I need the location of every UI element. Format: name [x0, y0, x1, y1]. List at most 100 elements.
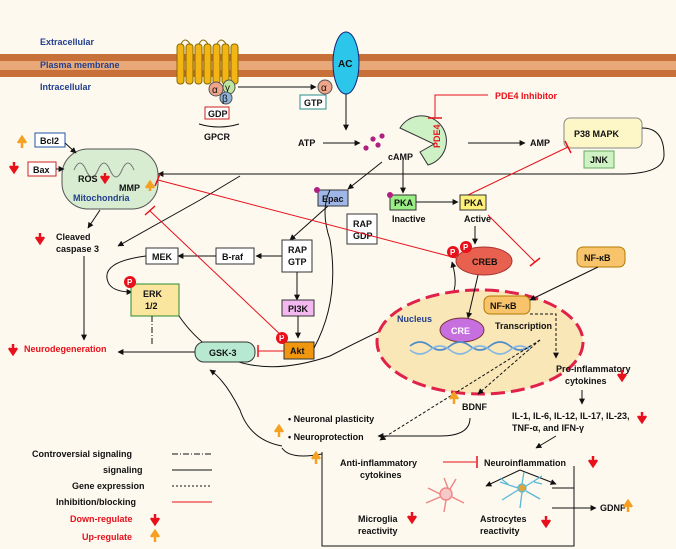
jnk-label: JNK [590, 155, 609, 165]
plasticity-up-icon [273, 423, 285, 437]
creb-label: CREB [472, 257, 498, 267]
astrocytes-label-2: reactivity [480, 526, 520, 536]
plasticity-label: • Neuronal plasticity [288, 414, 374, 424]
astrocytes-label-1: Astrocytes [480, 514, 527, 524]
cytokine-down-icon [636, 412, 648, 425]
caspase-label-1: Cleaved [56, 232, 91, 242]
bcl2-box [34, 132, 66, 148]
neuroinflam-down-icon [587, 456, 599, 469]
p38-mapk-box [563, 117, 643, 149]
caspase-down-icon [34, 233, 46, 246]
erk-phospho-label: P [127, 278, 133, 287]
legend-inhibition-label: Inhibition/blocking [56, 497, 136, 507]
rap-gdp-label-2: GDP [353, 231, 373, 241]
plasma-membrane-label: Plasma membrane [40, 60, 120, 70]
nfkb-nuclear-box [483, 295, 531, 315]
inhibit-creb-mito [157, 179, 457, 259]
ros-label: ROS [78, 174, 98, 184]
pka-active-box [459, 194, 487, 211]
creb [455, 246, 513, 276]
erk-phospho [124, 276, 136, 288]
bdnf-label: BDNF [462, 402, 487, 412]
microglia-down-icon [406, 512, 418, 525]
nucleus-label: Nucleus [397, 314, 432, 324]
microglia-cell-icon [425, 477, 465, 513]
epac-label: Epac [322, 194, 344, 204]
erk-box [130, 283, 180, 317]
erk-label-1: ERK [143, 289, 163, 299]
gtp-label: GTP [304, 98, 323, 108]
pde4-inhibitor-label: PDE4 Inhibitor [495, 91, 558, 101]
proinflam-label-2: cytokines [565, 376, 607, 386]
g-alpha-active-label: α [321, 83, 327, 94]
gdp-box [204, 106, 230, 120]
arrow-p38-mito [157, 127, 665, 177]
proinflam-down-icon [616, 370, 628, 383]
g-alpha-label: α [212, 85, 218, 96]
bax-label: Bax [33, 165, 50, 175]
akt-label: Akt [290, 346, 305, 356]
pka-inactive-label: PKA [394, 198, 414, 208]
gsk3-label: GSK-3 [209, 348, 237, 358]
cytokine-list-1: IL-1, IL-6, IL-12, IL-17, IL-23, [512, 411, 630, 421]
gdnf-label: GDNF [600, 503, 626, 513]
gtp-box [299, 94, 327, 110]
astrocyte-cell-icon [499, 471, 543, 509]
gdnf-up-icon [622, 498, 634, 512]
caspase-label-2: caspase 3 [56, 244, 99, 254]
legend-down-label: Down-regulate [70, 514, 133, 524]
p38-label: P38 MAPK [574, 129, 620, 139]
antiinflam-label-2: cytokines [360, 470, 402, 480]
rap-gdp-label-1: RAP [353, 219, 372, 229]
mmp-up-icon [144, 179, 156, 191]
gdp-label: GDP [208, 109, 228, 119]
legend: Controversial signaling signaling Gene e… [32, 449, 212, 542]
cytokine-list-2: TNF-α, and IFN-γ [512, 423, 584, 433]
legend-up-icon [149, 528, 161, 542]
pde4-enzyme [399, 115, 447, 166]
pi3k-label: PI3K [288, 304, 309, 314]
camp-label: cAMP [388, 152, 413, 162]
legend-signaling-label: signaling [103, 465, 143, 475]
neuroprotection-label: • Neuroprotection [288, 432, 364, 442]
mitochondria-label: Mitochondria [73, 193, 130, 203]
bcl2-up-icon [16, 134, 28, 148]
akt-phospho-label: P [279, 334, 285, 343]
g-gamma-label: γ [225, 83, 230, 94]
bcl2-label: Bcl2 [40, 136, 59, 146]
nfkb-nuclear-label: NF-κB [490, 301, 517, 311]
akt-upper-path [313, 189, 334, 349]
ac-label: AC [338, 59, 352, 70]
intracellular-label: Intracellular [40, 82, 92, 92]
legend-controversial-label: Controversial signaling [32, 449, 132, 459]
microglia-label-2: reactivity [358, 526, 398, 536]
mmp-label: MMP [119, 183, 140, 193]
atp-label: ATP [298, 138, 315, 148]
braf-label: B-raf [222, 252, 244, 262]
antiinflam-up-icon [310, 450, 322, 464]
g-beta-subunit [219, 91, 233, 105]
creb-phospho-label-2: P [463, 243, 469, 252]
akt-phospho [276, 332, 288, 344]
neuroinflammation-label: Neuroinflammation [484, 458, 566, 468]
microglia-label-1: Microglia [358, 514, 399, 524]
nfkb-box [576, 246, 626, 268]
inhibit-pka-p38 [467, 146, 569, 196]
inhibit-akt-mito [149, 210, 284, 338]
proinflam-label-1: Pro-inflammatory [556, 364, 631, 374]
inhibit-pka-nfkb [487, 214, 536, 263]
jnk-box [583, 150, 615, 169]
rap-gtp-label-2: GTP [288, 257, 307, 267]
neurodegeneration-label: Neurodegeneration [24, 344, 107, 354]
dna-strand [409, 341, 531, 351]
pka-active-label: PKA [464, 198, 484, 208]
pde4-inhibitor-line [434, 94, 488, 118]
ros-down-icon [99, 173, 111, 185]
legend-down-icon [149, 514, 161, 527]
amp-label: AMP [530, 138, 550, 148]
erk-label-2: 1/2 [145, 301, 158, 311]
nucleus [375, 288, 585, 396]
pde4-label: PDE4 [432, 124, 442, 148]
